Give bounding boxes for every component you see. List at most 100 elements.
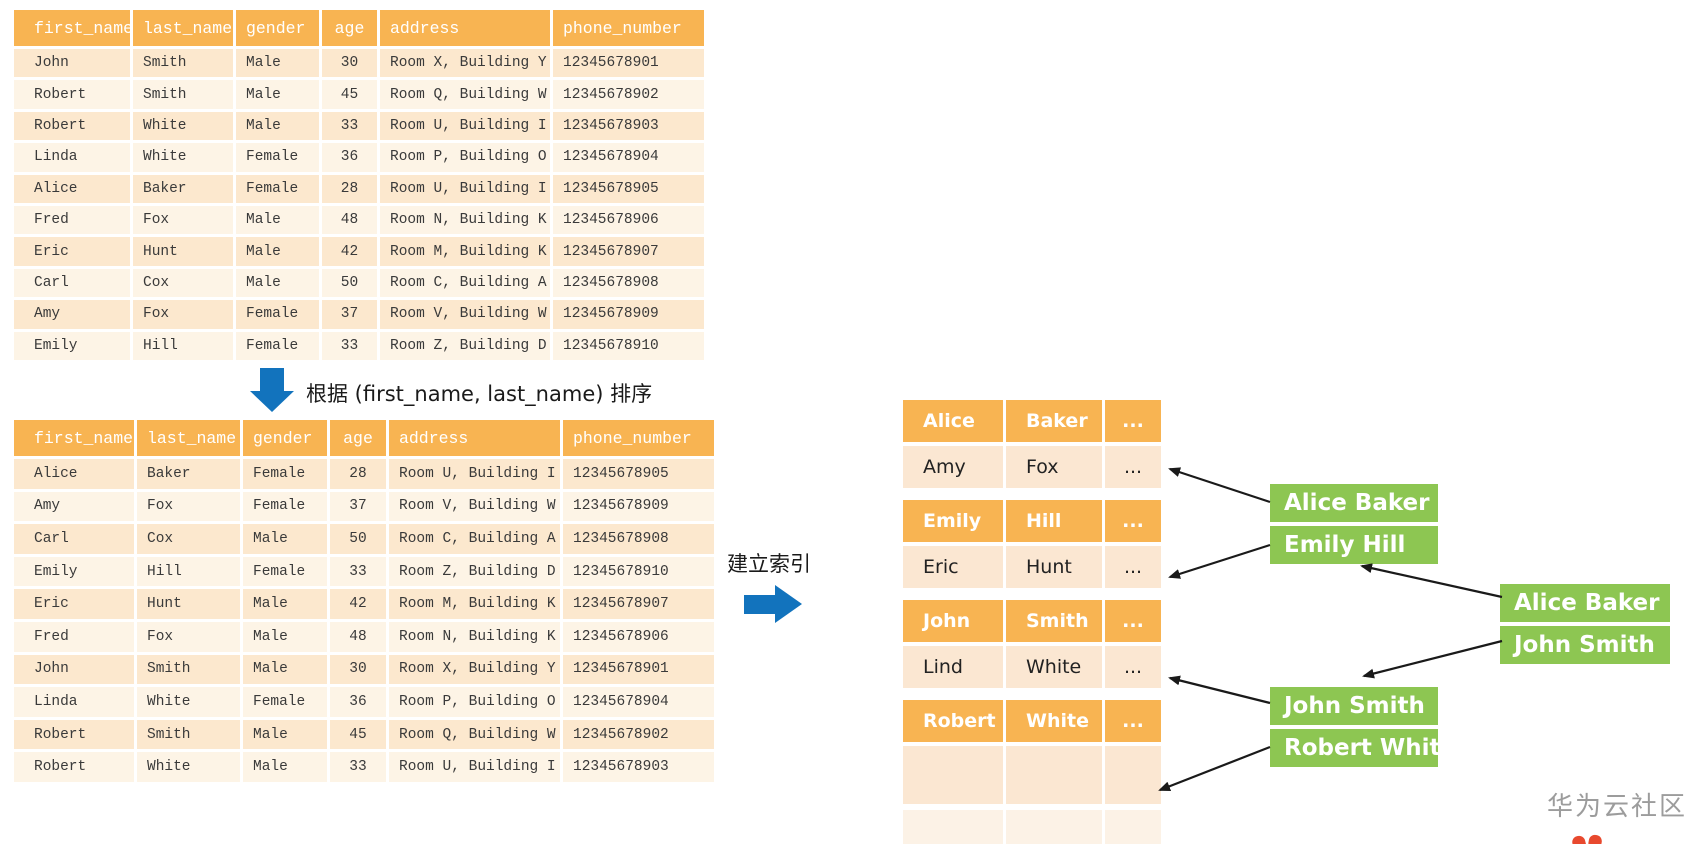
table-cell: Smith — [133, 80, 233, 109]
table-cell: Smith — [137, 719, 240, 750]
table-cell: Amy — [14, 491, 134, 522]
table-cell: 12345678906 — [553, 205, 704, 235]
table-cell: Fred — [14, 621, 134, 652]
table-cell: Female — [243, 556, 327, 587]
column-header: first_name — [14, 10, 130, 46]
table-cell: Room N, Building K — [389, 621, 560, 652]
table-cell: Cox — [137, 524, 240, 554]
arrow-root-alice-to-emily — [1360, 563, 1503, 599]
index-cell: Lind — [903, 646, 1003, 688]
index-cell: Robert — [903, 700, 1003, 742]
table-cell: Room P, Building O — [389, 687, 560, 717]
arrow-john-to-lind-row — [1168, 675, 1271, 705]
table-cell: 12345678901 — [563, 654, 714, 685]
table-cell: 42 — [322, 237, 377, 266]
index-cell: Smith — [1006, 600, 1102, 642]
table-cell: Room Q, Building W — [380, 80, 550, 109]
index-right-arrow-icon — [744, 585, 802, 623]
arrow-head — [250, 391, 294, 412]
table-cell: Eric — [14, 237, 130, 266]
arrow-head — [775, 585, 802, 623]
index-node-alice-baker: Alice Baker — [1270, 484, 1438, 522]
table-cell: Emily — [14, 331, 130, 360]
index-cell — [1006, 746, 1102, 804]
index-cell: Eric — [903, 546, 1003, 588]
index-cell: White — [1006, 646, 1102, 688]
table-cell: 12345678901 — [553, 49, 704, 78]
table-cell: 12345678910 — [553, 331, 704, 360]
table-cell: 33 — [322, 331, 377, 360]
table-cell: 50 — [330, 524, 386, 554]
table-cell: Room U, Building I — [380, 111, 550, 141]
table-cell: Room Z, Building D — [389, 556, 560, 587]
index-cell — [903, 746, 1003, 804]
table-cell: 30 — [322, 49, 377, 78]
root-node-alice-baker: Alice Baker — [1500, 584, 1670, 622]
table-cell: Female — [243, 687, 327, 717]
table-cell: Fox — [133, 300, 233, 329]
table-cell: Female — [236, 331, 319, 360]
index-cell: Baker — [1006, 400, 1102, 442]
table-cell: 33 — [322, 111, 377, 141]
table-cell: 12345678902 — [563, 719, 714, 750]
column-header: age — [330, 420, 386, 456]
table-cell: 37 — [330, 491, 386, 522]
table-cell: Room P, Building O — [380, 143, 550, 172]
table-cell: 12345678907 — [553, 237, 704, 266]
table-cell: Fox — [133, 205, 233, 235]
table-cell: 48 — [330, 621, 386, 652]
column-header: first_name — [14, 420, 134, 456]
column-header: gender — [236, 10, 319, 46]
table-cell: Male — [236, 268, 319, 298]
arrow-shaft — [260, 368, 284, 391]
table-cell: 12345678909 — [553, 300, 704, 329]
table-cell: Male — [236, 205, 319, 235]
index-cell: White — [1006, 700, 1102, 742]
column-header: address — [389, 420, 560, 456]
huawei-cloud-watermark: 华为云社区 — [1547, 792, 1688, 822]
table-cell: 30 — [330, 654, 386, 685]
index-cell: Fox — [1006, 446, 1102, 488]
table-cell: Male — [243, 752, 327, 782]
table-cell: 12345678903 — [563, 752, 714, 782]
table-cell: Smith — [137, 654, 240, 685]
table-cell: 36 — [330, 687, 386, 717]
index-row — [903, 810, 1161, 844]
table-cell: 42 — [330, 589, 386, 619]
table-cell: Male — [236, 80, 319, 109]
table-cell: 50 — [322, 268, 377, 298]
table-cell: Cox — [133, 268, 233, 298]
table-cell: 12345678908 — [553, 268, 704, 298]
table-cell: Linda — [14, 687, 134, 717]
table-cell: Linda — [14, 143, 130, 172]
table-cell: Room Q, Building W — [389, 719, 560, 750]
table-cell: Robert — [14, 80, 130, 109]
table-cell: 12345678904 — [553, 143, 704, 172]
table-cell: 28 — [330, 459, 386, 489]
table-cell: Room C, Building A — [389, 524, 560, 554]
table-cell: 12345678909 — [563, 491, 714, 522]
table-cell: 12345678905 — [563, 459, 714, 489]
column-header: age — [322, 10, 377, 46]
table-cell: Hunt — [133, 237, 233, 266]
index-cell — [1105, 810, 1161, 844]
index-cell: Hill — [1006, 500, 1102, 542]
table-cell: John — [14, 654, 134, 685]
table-cell: Carl — [14, 524, 134, 554]
index-cell — [1105, 746, 1161, 804]
table-cell: 28 — [322, 174, 377, 203]
column-header: last_name — [133, 10, 233, 46]
table-cell: Fox — [137, 621, 240, 652]
index-node-robert-white: Robert White — [1270, 729, 1456, 767]
table-cell: Carl — [14, 268, 130, 298]
table-cell: Fred — [14, 205, 130, 235]
table-cell: 33 — [330, 556, 386, 587]
table-cell: Room V, Building W — [380, 300, 550, 329]
index-cell: Alice — [903, 400, 1003, 442]
table-cell: Female — [236, 174, 319, 203]
